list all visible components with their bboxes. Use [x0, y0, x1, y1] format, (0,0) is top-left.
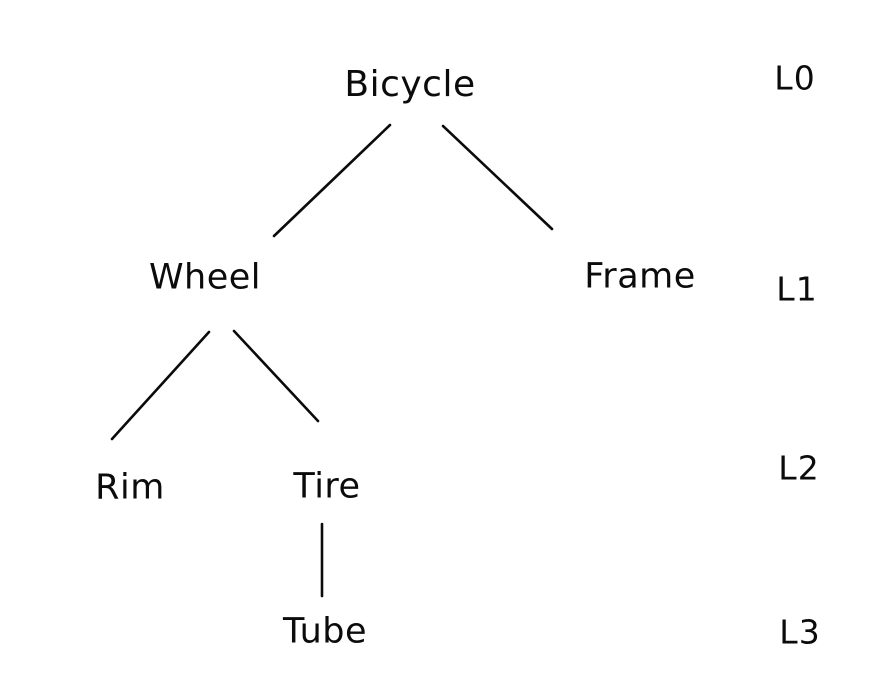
node-rim[interactable]: Rim	[95, 467, 165, 508]
edge-wheel-tire	[232, 329, 320, 423]
level-label-l2: L2	[778, 448, 820, 488]
node-tube[interactable]: Tube	[283, 611, 367, 652]
node-tire[interactable]: Tire	[293, 466, 361, 507]
edge-bicycle-frame	[441, 124, 554, 231]
node-bicycle[interactable]: Bicycle	[344, 64, 476, 105]
level-label-l3: L3	[779, 612, 821, 652]
node-frame[interactable]: Frame	[584, 256, 696, 297]
edge-bicycle-wheel	[272, 123, 392, 238]
edge-wheel-rim	[110, 330, 211, 441]
level-label-l0: L0	[774, 58, 816, 98]
node-wheel[interactable]: Wheel	[148, 257, 262, 298]
level-label-l1: L1	[776, 269, 818, 309]
